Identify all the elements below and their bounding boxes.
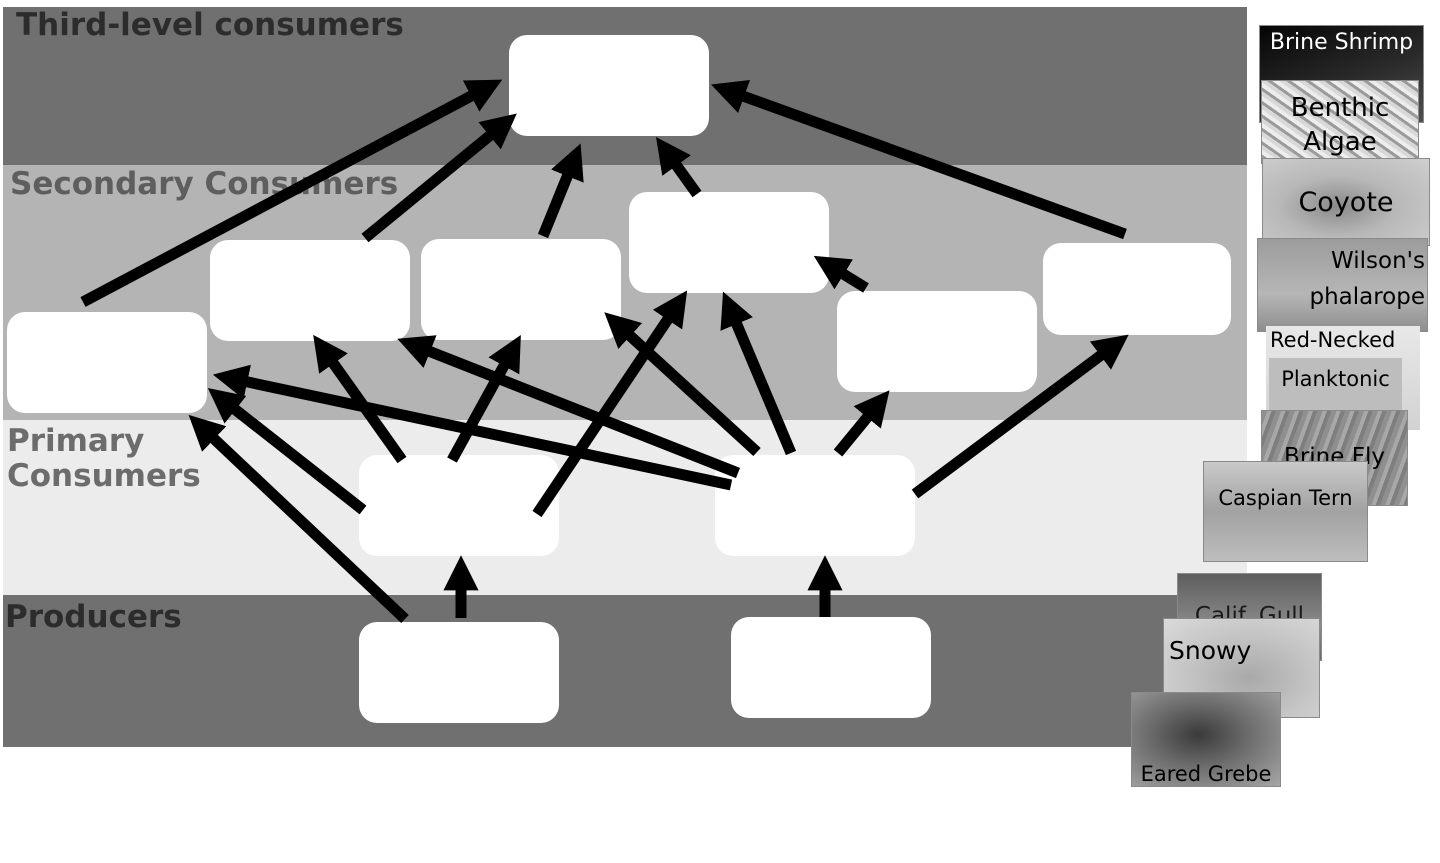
card-label-red-necked: Red-Necked xyxy=(1270,328,1396,352)
arrow-primary2-to-secondary4 xyxy=(720,291,797,456)
arrow-secondary4-to-third xyxy=(656,136,702,198)
drop-box-primary-2[interactable] xyxy=(715,455,915,556)
card-label-planktonic: Planktonic xyxy=(1281,367,1390,391)
card-label-caspian-tern: Caspian Tern xyxy=(1218,486,1353,510)
level-label-third: Third-level consumers xyxy=(16,7,404,43)
card-label-wilsons-phalarope: Wilson's phalarope xyxy=(1309,248,1425,310)
level-label-secondary: Secondary Consumers xyxy=(10,166,399,202)
organism-card-wilsons-phalarope[interactable]: Wilson's phalarope xyxy=(1257,238,1428,332)
planktonic-photo xyxy=(1269,358,1402,416)
drop-box-secondary-1[interactable] xyxy=(7,312,207,413)
arrow-secondary6-to-third xyxy=(711,79,1127,240)
arrow-primary1-to-secondary1 xyxy=(207,387,367,515)
arrow-secondary5-to-secondary4 xyxy=(813,255,869,293)
drop-box-secondary-2[interactable] xyxy=(210,240,410,341)
arrow-primary2-to-secondary1 xyxy=(212,364,733,491)
organism-card-coyote[interactable]: Coyote xyxy=(1262,158,1430,246)
organism-card-eared-grebe[interactable]: Eared Grebe xyxy=(1131,692,1281,787)
arrow-primary2-to-secondary2 xyxy=(397,335,741,479)
arrow-secondary1-to-third xyxy=(80,79,503,307)
card-label-eared-grebe: Eared Grebe xyxy=(1140,762,1272,786)
drop-box-third-level[interactable] xyxy=(509,35,709,136)
coyote-photo xyxy=(1263,159,1429,245)
organism-card-benthic-algae[interactable]: Benthic Algae xyxy=(1261,80,1419,164)
drop-box-primary-1[interactable] xyxy=(359,455,559,556)
band-producers xyxy=(3,595,1247,747)
drop-box-producer-2[interactable] xyxy=(731,617,931,718)
caspian-tern-photo xyxy=(1204,462,1367,561)
wilsons-phalarope-photo xyxy=(1258,239,1427,331)
card-label-benthic-algae: Benthic Algae xyxy=(1290,93,1390,157)
drop-box-producer-1[interactable] xyxy=(359,622,559,723)
organism-card-planktonic[interactable]: Planktonic xyxy=(1269,358,1402,416)
arrow-primary2-to-secondary6 xyxy=(911,334,1129,499)
level-label-producers: Producers xyxy=(5,599,182,635)
drop-box-secondary-6[interactable] xyxy=(1043,243,1231,335)
arrow-primary2-to-secondary3 xyxy=(604,312,761,457)
arrow-producer1-to-secondary1 xyxy=(188,414,409,624)
drop-box-secondary-4[interactable] xyxy=(629,192,829,293)
benthic-algae-photo xyxy=(1262,81,1418,163)
arrow-primary2-to-secondary5 xyxy=(833,390,890,457)
card-label-coyote: Coyote xyxy=(1298,187,1394,218)
level-label-primary: Primary Consumers xyxy=(7,423,201,494)
arrow-secondary3-to-third xyxy=(537,143,584,239)
card-label-brine-shrimp: Brine Shrimp xyxy=(1269,30,1414,55)
drop-box-secondary-3[interactable] xyxy=(421,239,621,340)
arrow-secondary2-to-third xyxy=(361,113,517,243)
drop-box-secondary-5[interactable] xyxy=(837,291,1037,392)
eared-grebe-photo xyxy=(1132,693,1280,786)
organism-card-caspian-tern[interactable]: Caspian Tern xyxy=(1203,461,1368,562)
